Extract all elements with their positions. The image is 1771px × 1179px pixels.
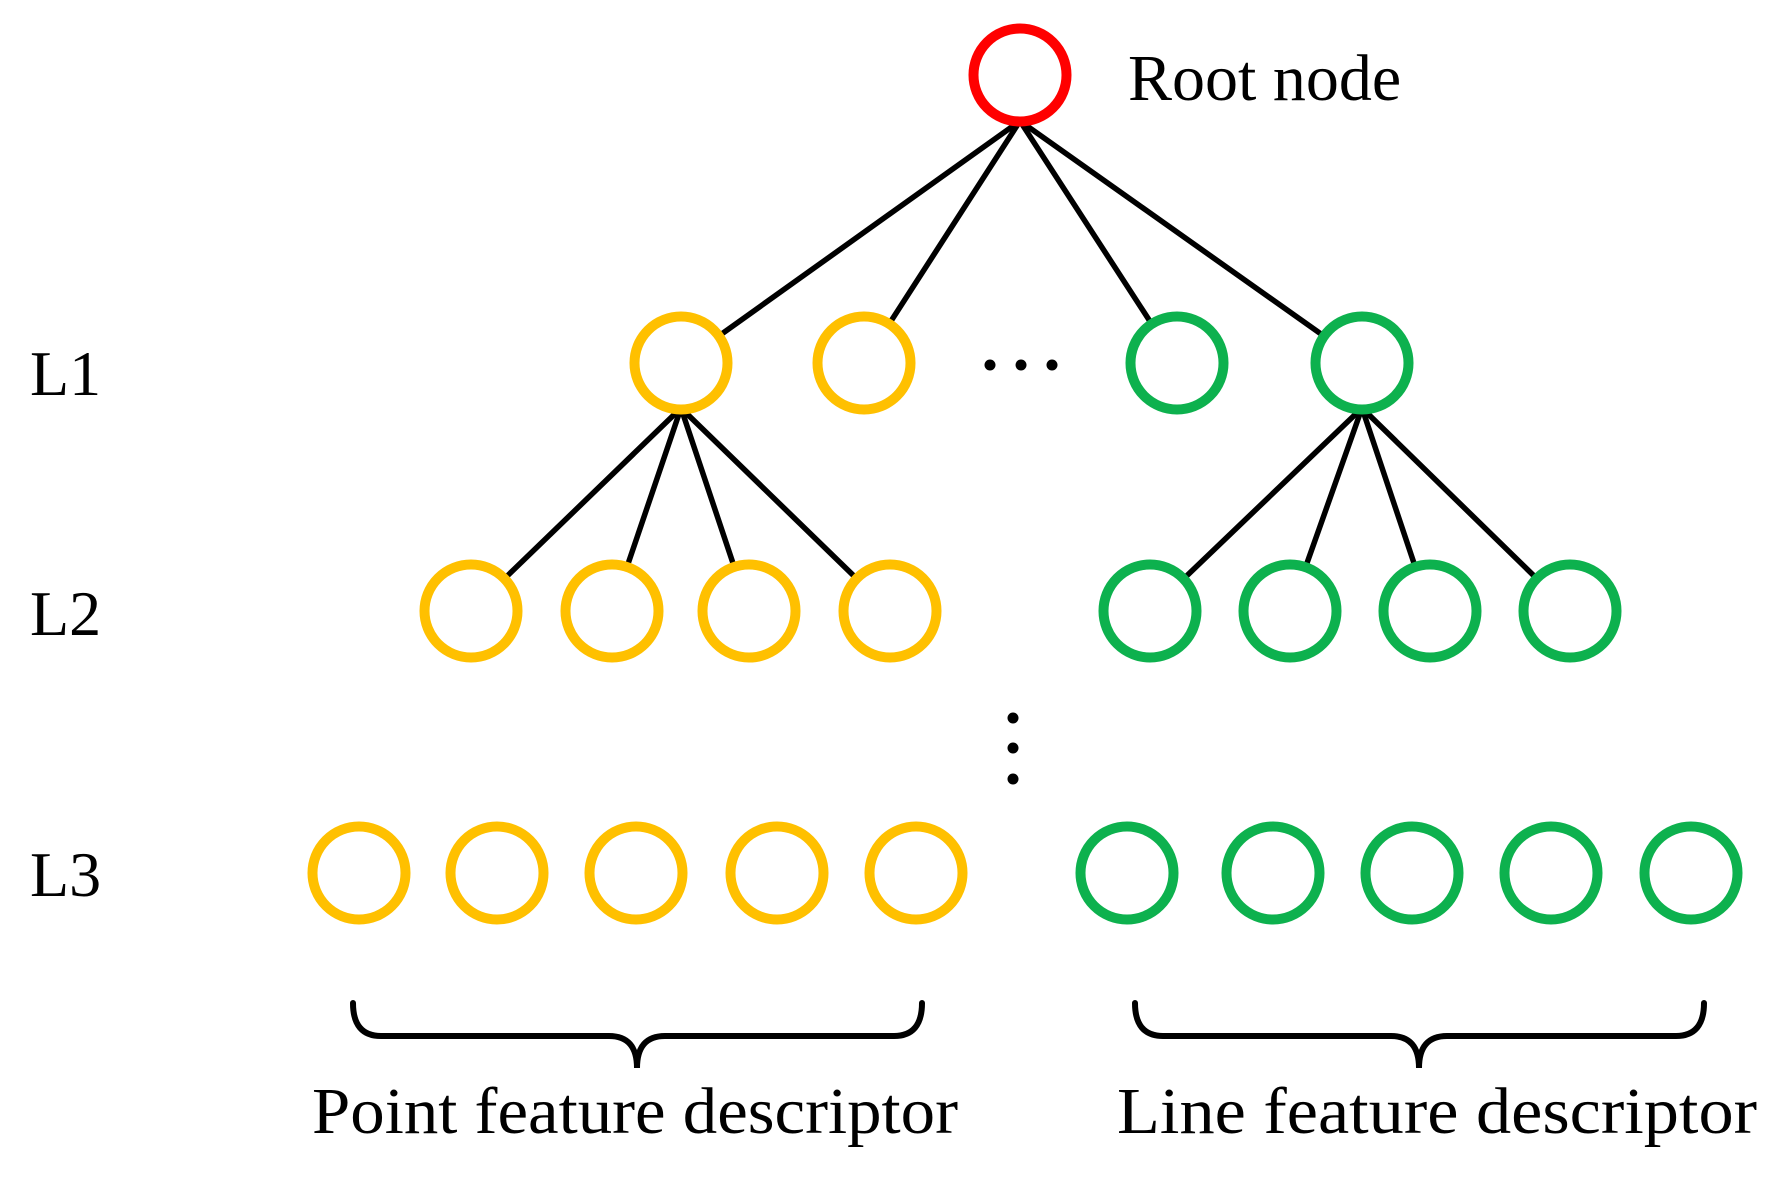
tree-edges	[468, 118, 1573, 614]
l1-point-nodes	[629, 311, 916, 415]
l1-horizontal-ellipsis-icon	[984, 359, 1058, 371]
l2-line-node	[1238, 559, 1342, 663]
ellipsis-dot	[1007, 712, 1019, 724]
l3-line-node	[1639, 821, 1743, 925]
root-node	[968, 23, 1072, 127]
l2-point-nodes	[419, 559, 942, 663]
l3-line-nodes	[1075, 821, 1743, 925]
l2-point-node	[560, 559, 664, 663]
l3-point-nodes	[307, 821, 968, 925]
ellipsis-dot	[1007, 773, 1019, 785]
l2-line-node	[1378, 559, 1482, 663]
line-group-label: Line feature descriptor	[1117, 1075, 1757, 1148]
diagram-labels: Root node L1 L2 L3 Point feature descrip…	[30, 42, 1757, 1148]
l2-point-node	[419, 559, 523, 663]
l3-line-node	[1499, 821, 1603, 925]
l3-line-node	[1221, 821, 1325, 925]
level-label-l1: L1	[30, 338, 101, 409]
ellipsis-dot	[1015, 359, 1027, 371]
l3-point-node	[864, 821, 968, 925]
ellipsis-dot	[1007, 742, 1019, 754]
l1-point-node	[629, 311, 733, 415]
l1-point-node	[812, 311, 916, 415]
level-label-l2: L2	[30, 578, 101, 649]
tree-edge	[678, 118, 1023, 366]
level-label-l3: L3	[30, 839, 101, 910]
l2-point-node	[838, 559, 942, 663]
point-group-label: Point feature descriptor	[312, 1075, 958, 1148]
ellipsis-dot	[984, 359, 996, 371]
l3-point-node	[725, 821, 829, 925]
ellipsis-dot	[1046, 359, 1058, 371]
group-braces	[350, 1000, 1707, 1069]
vertical-ellipsis-icon	[1007, 712, 1019, 785]
l1-line-node	[1310, 311, 1414, 415]
l3-line-node	[1360, 821, 1464, 925]
l2-point-node	[697, 559, 801, 663]
l3-point-node	[445, 821, 549, 925]
tree-edge	[1017, 118, 1365, 366]
root-node-label: Root node	[1128, 42, 1401, 115]
l2-line-nodes	[1098, 559, 1622, 663]
l3-point-node	[307, 821, 411, 925]
l1-line-nodes	[1125, 311, 1414, 415]
l1-line-node	[1125, 311, 1229, 415]
l3-point-node	[584, 821, 688, 925]
l2-line-node	[1098, 559, 1202, 663]
l3-line-node	[1075, 821, 1179, 925]
point-group-brace-icon	[350, 1000, 925, 1069]
line-group-brace-icon	[1132, 1000, 1707, 1069]
l2-line-node	[1518, 559, 1622, 663]
